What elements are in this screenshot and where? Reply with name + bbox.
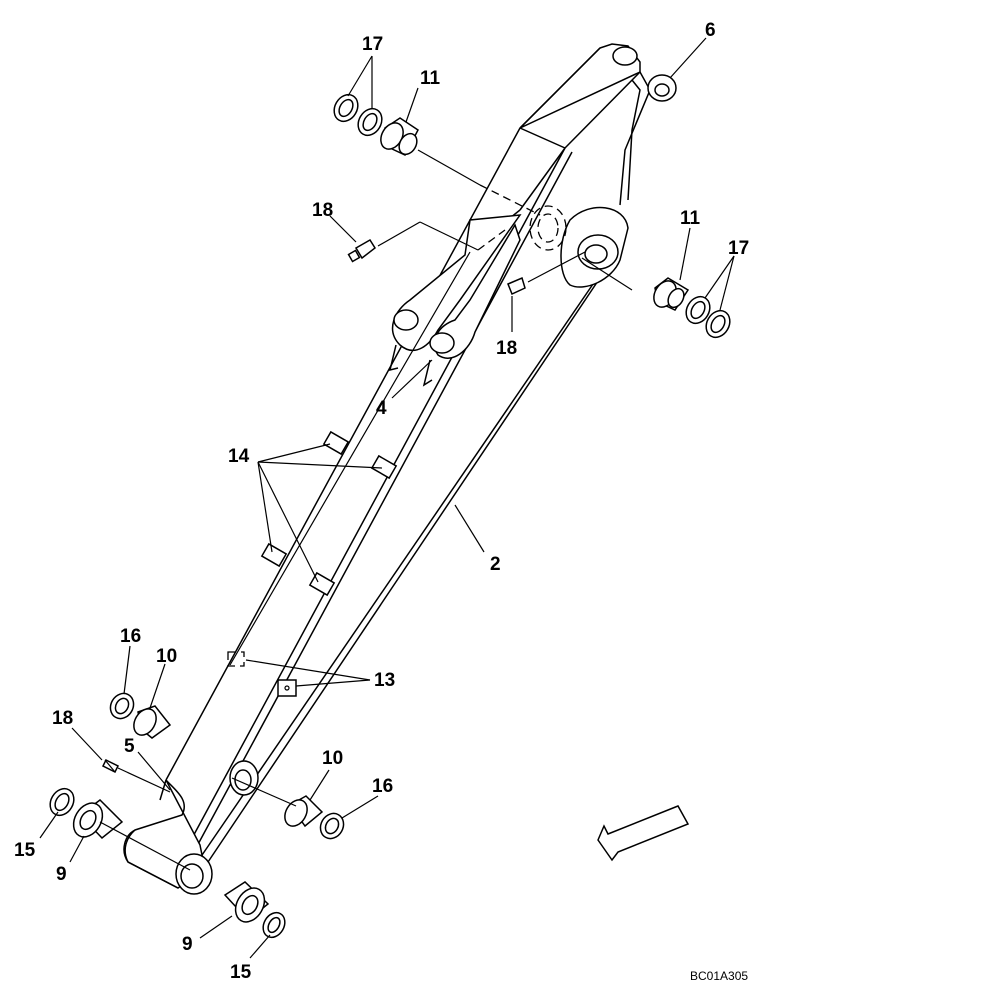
part-11-right-bushing — [653, 277, 690, 311]
callout-16-right: 16 — [372, 776, 393, 797]
part-17-right-rings — [685, 295, 731, 339]
callout-18-mid: 18 — [496, 338, 517, 359]
part-11-top-bushing — [380, 117, 419, 156]
part-9-bottom-flange-bushing — [223, 881, 270, 923]
part-15-bottom-ring — [262, 911, 286, 939]
part-15-left-ring — [49, 787, 75, 817]
part-16-left-ring — [109, 692, 135, 720]
callout-18-top: 18 — [312, 200, 333, 221]
reference-code: BC01A305 — [690, 969, 748, 983]
part-17-top-rings — [333, 93, 383, 137]
arm-body — [123, 43, 677, 895]
callout-15-bottom: 15 — [230, 962, 252, 983]
leader-lines — [39, 37, 735, 959]
callout-16-left: 16 — [120, 626, 141, 647]
callout-10-right: 10 — [322, 748, 343, 769]
part-9-left-flange-bushing — [72, 799, 124, 840]
part-18-grease-fittings — [101, 238, 526, 774]
callout-14: 14 — [228, 446, 250, 467]
callout-13: 13 — [374, 670, 395, 691]
part-13-plates — [227, 651, 297, 697]
callout-15-left: 15 — [14, 840, 36, 861]
callout-9-left: 9 — [56, 864, 67, 885]
callout-18-low: 18 — [52, 708, 73, 729]
part-16-right-ring — [319, 812, 345, 840]
callout-2: 2 — [490, 554, 501, 575]
callout-10-left: 10 — [156, 646, 177, 667]
callout-17-top: 17 — [362, 34, 383, 55]
callout-11-right: 11 — [680, 208, 701, 229]
callout-5: 5 — [124, 736, 135, 757]
callouts: 17 11 6 18 11 17 18 4 14 2 16 10 13 18 5… — [14, 20, 749, 983]
part-10-left-bushing — [133, 705, 172, 739]
callout-11-top: 11 — [420, 68, 441, 89]
callout-9-bottom: 9 — [182, 934, 193, 955]
callout-17-right: 17 — [728, 238, 749, 259]
callout-4: 4 — [376, 398, 387, 419]
direction-arrow-icon — [597, 805, 690, 862]
part-10-right-bushing — [284, 795, 324, 828]
callout-6: 6 — [705, 20, 716, 41]
